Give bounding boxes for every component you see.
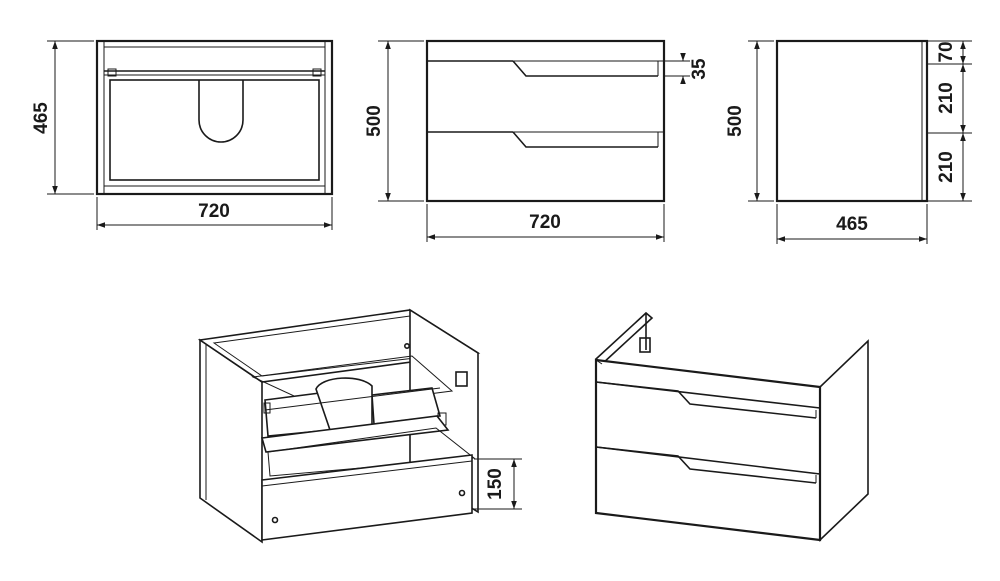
side-depth-label: 465 xyxy=(836,214,868,235)
hanging-bracket-closed xyxy=(639,337,651,353)
segment-label-bottom: 210 xyxy=(936,151,957,183)
gap-label: 35 xyxy=(689,58,710,80)
segment-label-middle: 210 xyxy=(936,82,957,114)
hanging-bracket xyxy=(455,371,468,387)
front-height-label: 465 xyxy=(31,102,52,134)
side-view: 70 210 210 465 500 xyxy=(725,39,972,244)
front-width-label: 720 xyxy=(198,201,230,222)
front-view-open: 720 465 xyxy=(31,39,334,230)
front-view-closed: 35 720 500 xyxy=(364,39,710,242)
drawer-height-label: 150 xyxy=(485,468,506,500)
closed-height-label: 500 xyxy=(364,105,385,137)
side-height-label: 500 xyxy=(725,105,746,137)
iso-view-open: 150 xyxy=(197,308,522,544)
iso-view-closed xyxy=(594,311,869,542)
segment-label-top: 70 xyxy=(936,41,957,62)
closed-width-label: 720 xyxy=(529,212,561,233)
siphon-cutout xyxy=(198,80,244,143)
